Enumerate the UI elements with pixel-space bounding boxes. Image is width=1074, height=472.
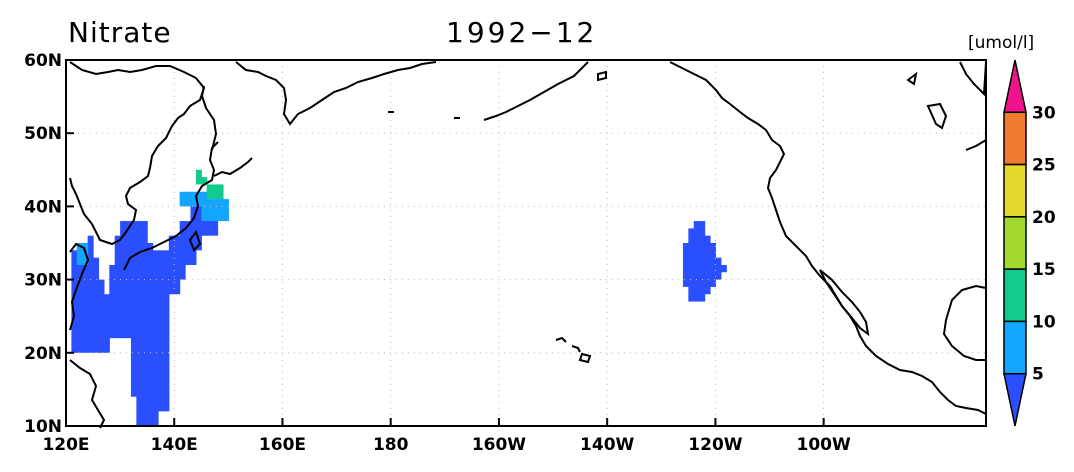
- data-cell: [212, 199, 219, 222]
- data-cell: [185, 221, 192, 265]
- data-cell: [125, 221, 132, 339]
- data-cell: [179, 221, 186, 280]
- units-label: [umol/l]: [968, 33, 1035, 53]
- x-tick-label: 120W: [688, 435, 742, 455]
- colorbar-label: 5: [1032, 365, 1044, 385]
- data-cell: [168, 235, 175, 295]
- data-cell: [130, 221, 137, 397]
- colorbar-segment: [1003, 268, 1027, 323]
- data-cell: [163, 250, 170, 412]
- data-cell: [93, 257, 100, 353]
- y-tick-label: 40N: [24, 197, 62, 217]
- data-cell: [206, 184, 213, 200]
- data-cell: [704, 235, 711, 295]
- data-cell: [201, 177, 208, 185]
- colorbar-label: 25: [1032, 156, 1056, 176]
- coastlines: [69, 61, 987, 429]
- colorbar-segment: [1003, 320, 1027, 375]
- data-cell: [217, 199, 224, 222]
- data-cell: [103, 294, 110, 353]
- data-cell: [212, 184, 219, 200]
- data-cell: [693, 221, 700, 302]
- data-cell: [76, 243, 83, 265]
- colorbar-label: 10: [1032, 312, 1056, 332]
- data-cell: [190, 191, 197, 207]
- data-cell: [688, 228, 695, 302]
- data-cells: [71, 169, 727, 426]
- x-tick-label: 140W: [580, 435, 634, 455]
- y-tick-label: 30N: [24, 271, 62, 291]
- y-tick-label: 50N: [24, 124, 62, 144]
- colorbar-top-arrow: [1003, 59, 1027, 114]
- data-cell: [87, 235, 94, 353]
- colorbar-segment: [1003, 163, 1027, 218]
- data-cell: [174, 235, 181, 295]
- data-cell: [147, 243, 154, 426]
- data-cell: [195, 169, 202, 185]
- data-cell: [109, 264, 116, 339]
- data-cell: [120, 221, 127, 339]
- data-cell: [195, 206, 202, 251]
- data-cell: [206, 199, 213, 222]
- colorbar-label: 15: [1032, 260, 1056, 280]
- data-cell: [185, 191, 192, 207]
- y-tick-label: 60N: [24, 51, 62, 71]
- data-cell: [715, 257, 722, 280]
- colorbar-segment: [1003, 111, 1027, 166]
- data-cell: [699, 221, 706, 302]
- x-tick-label: 120E: [42, 435, 89, 455]
- x-tick-label: 100W: [797, 435, 851, 455]
- colorbar-segment: [1003, 216, 1027, 270]
- data-cell: [682, 243, 689, 287]
- colorbar-bottom-arrow: [1003, 372, 1027, 427]
- colorbar-label: 30: [1032, 103, 1056, 123]
- data-cell: [82, 250, 89, 353]
- data-cell: [217, 184, 224, 200]
- data-cell: [720, 264, 727, 273]
- grid-lines: [65, 59, 986, 427]
- data-cell: [141, 221, 148, 426]
- x-tick-label: 180: [373, 435, 409, 455]
- map-title: Nitrate: [68, 16, 172, 49]
- colorbar: 5 10 15 20 25 30: [1003, 59, 1056, 427]
- data-cell: [71, 250, 78, 353]
- x-tick-label: 160W: [472, 435, 526, 455]
- colorbar-label: 20: [1032, 208, 1056, 228]
- data-cell: [179, 191, 186, 207]
- axis-ticks: 120E 140E 160E 180 160W 140W 120W 100W 10N 20N 30N…: [24, 51, 851, 455]
- data-cell: [222, 199, 229, 222]
- data-cell: [152, 250, 159, 426]
- data-cell: [136, 221, 143, 426]
- data-cell: [114, 235, 121, 339]
- x-tick-label: 160E: [259, 435, 306, 455]
- y-tick-label: 10N: [24, 417, 62, 437]
- map-date: 1992−12: [446, 16, 598, 49]
- data-cell: [98, 279, 105, 353]
- x-tick-label: 140E: [151, 435, 198, 455]
- data-cell: [158, 250, 165, 412]
- y-tick-label: 20N: [24, 344, 62, 364]
- data-cell: [195, 191, 202, 207]
- data-cell: [710, 243, 717, 287]
- data-cell: [76, 243, 83, 353]
- map-frame: [65, 59, 987, 427]
